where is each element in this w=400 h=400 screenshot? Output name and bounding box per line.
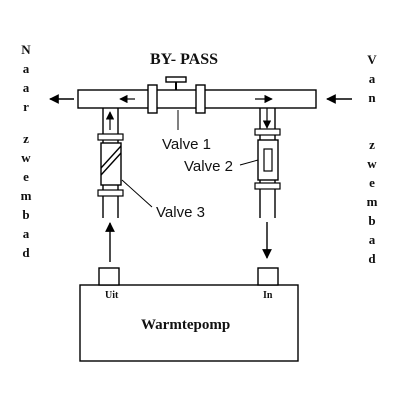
heat-pump-flow-arrows xyxy=(105,222,272,262)
valve-1-label: Valve 1 xyxy=(162,136,211,153)
valve-2-body xyxy=(257,139,279,181)
heat-pump-name: Warmtepomp xyxy=(141,317,231,333)
diagram-title: BY- PASS xyxy=(150,51,219,68)
right-side-label: Van zwembad xyxy=(364,52,380,270)
left-side-label: Naar zwembad xyxy=(18,42,34,264)
heat-pump-inlet-label: In xyxy=(263,290,273,301)
bypass-valve xyxy=(147,76,206,114)
right-label-line-2: zwembad xyxy=(364,137,380,270)
valve-2-label: Valve 2 xyxy=(184,158,233,175)
left-label-line-1: Naar xyxy=(18,42,34,118)
valve-3-label: Valve 3 xyxy=(156,204,205,221)
right-label-line-1: Van xyxy=(364,52,380,109)
heat-pump-unit xyxy=(79,267,299,362)
heat-pump-outlet-label: Uit xyxy=(105,290,119,301)
valve-3-body xyxy=(100,142,122,186)
left-label-line-2: zwembad xyxy=(18,131,34,264)
valve-leader-lines xyxy=(121,110,259,208)
